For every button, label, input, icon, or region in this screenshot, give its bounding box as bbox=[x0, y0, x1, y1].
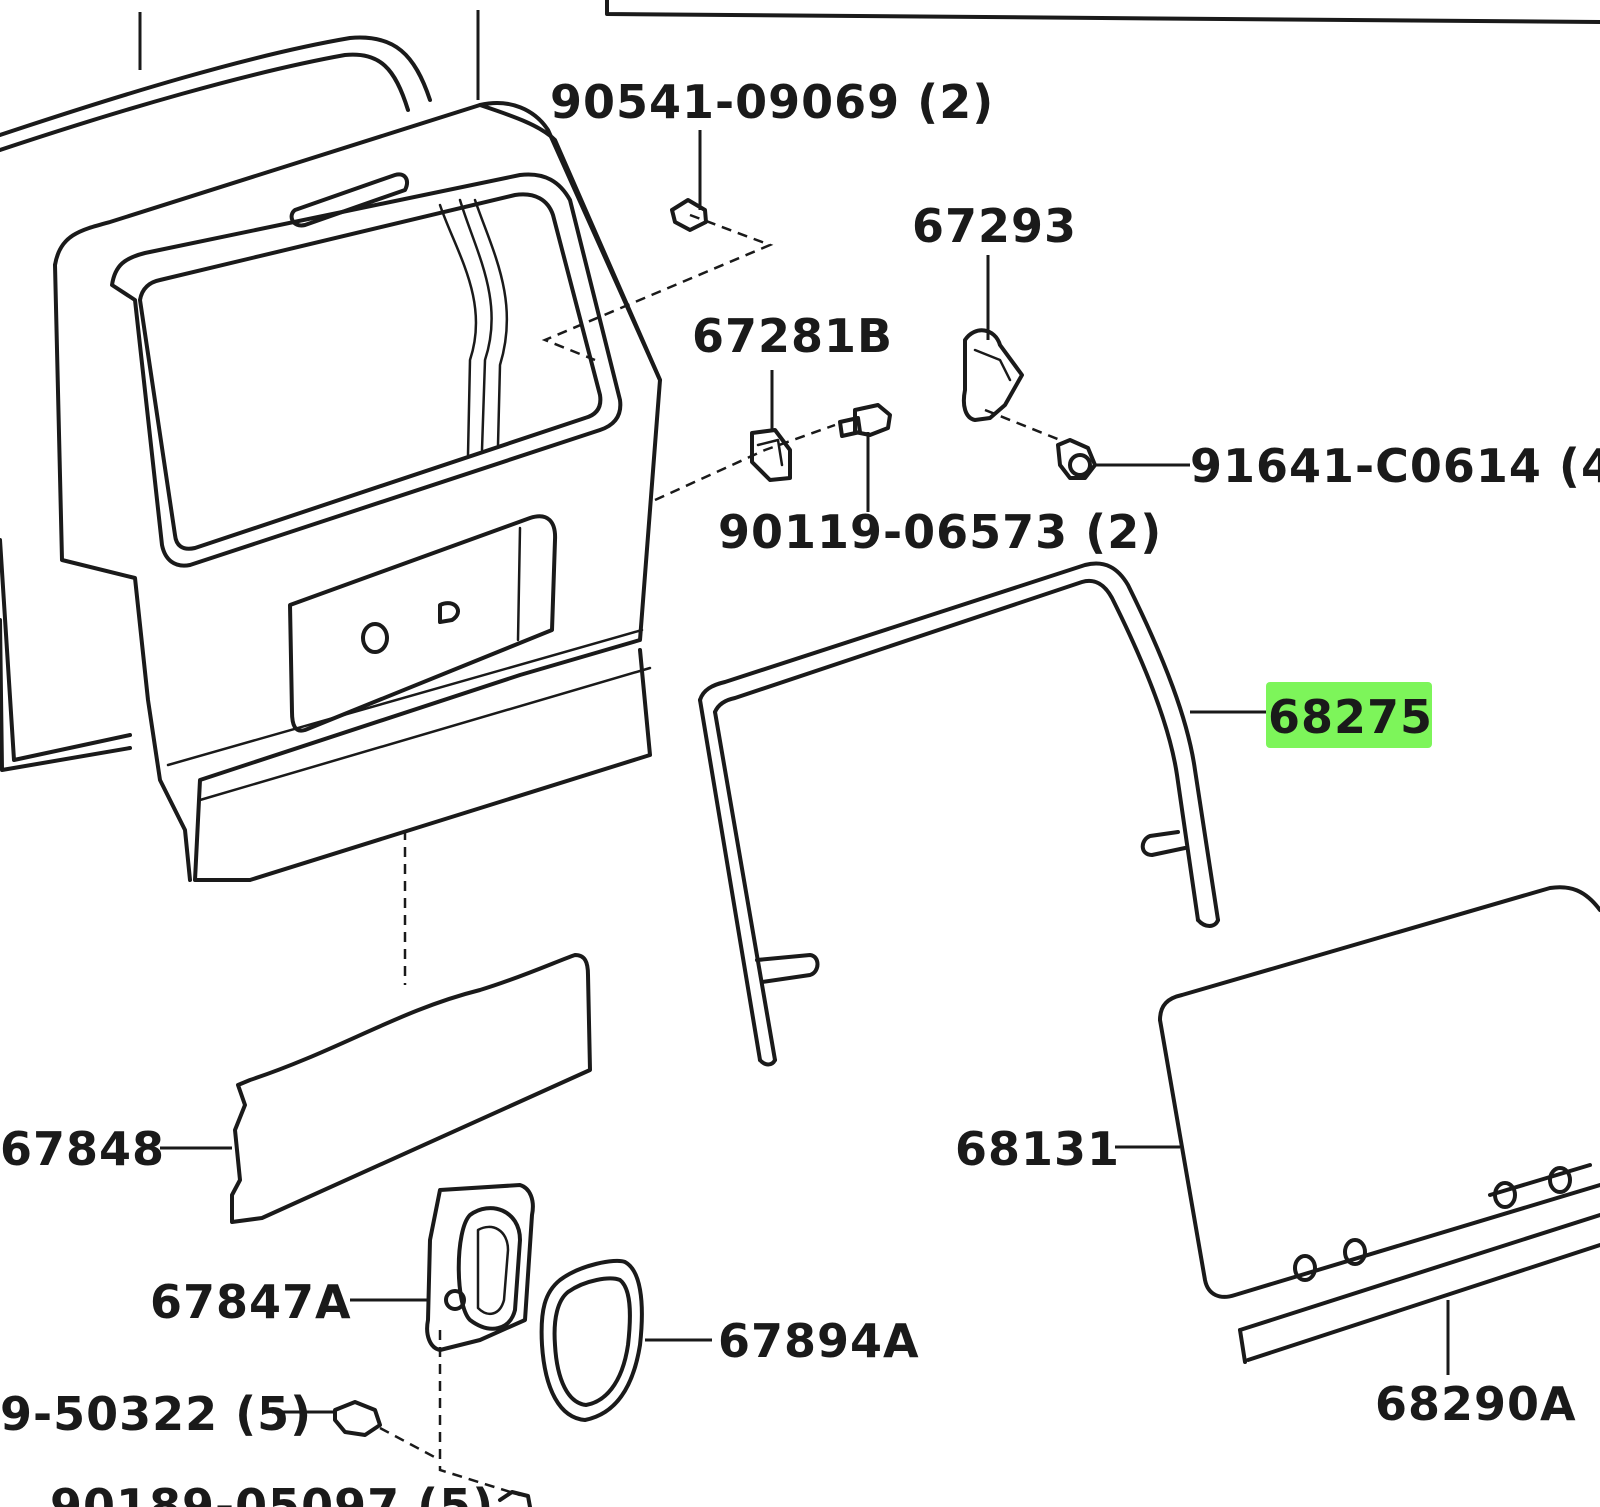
cover-67848 bbox=[160, 953, 592, 1224]
header-box-edge bbox=[605, 0, 1600, 24]
dash-cover-bottom bbox=[438, 1330, 521, 1497]
bolt-90119 bbox=[838, 403, 892, 512]
stopper-67293 bbox=[961, 255, 1024, 422]
label-68131: 68131 bbox=[955, 1122, 1120, 1176]
clip-90189 bbox=[498, 1490, 532, 1507]
door-weatherstrip bbox=[0, 35, 432, 772]
highlight-68275 bbox=[1266, 682, 1432, 748]
label-90119: 90119-06573 (2) bbox=[718, 505, 1162, 559]
label-67848: 67848 bbox=[0, 1122, 165, 1176]
back-door-panel bbox=[53, 100, 662, 882]
dash-door-bolt bbox=[541, 213, 774, 362]
glass-68131 bbox=[1115, 885, 1600, 1299]
label-90189: 90189-05097 (5) bbox=[50, 1479, 494, 1507]
dash-door-hinge bbox=[654, 423, 836, 502]
channel-68290a bbox=[1238, 1213, 1600, 1375]
run-channel-68275 bbox=[698, 561, 1268, 1067]
label-91641: 91641-C0614 (4) bbox=[1190, 439, 1600, 493]
bolt-90541 bbox=[670, 130, 708, 232]
bracket-67281b bbox=[750, 370, 792, 482]
dash-stopper-bolt bbox=[984, 408, 1061, 442]
bolt-91641 bbox=[1056, 438, 1190, 480]
label-67293: 67293 bbox=[912, 199, 1077, 253]
label-67281b: 67281B bbox=[692, 309, 893, 363]
label-68275: 68275 bbox=[1268, 690, 1433, 744]
gasket-67894a bbox=[539, 1258, 712, 1422]
label-67894a: 67894A bbox=[718, 1314, 920, 1368]
label-90541: 90541-09069 (2) bbox=[550, 75, 994, 129]
label-68290a: 68290A bbox=[1375, 1377, 1577, 1431]
clip-50322 bbox=[272, 1400, 441, 1462]
label-67847a: 67847A bbox=[150, 1275, 352, 1329]
label-50322: 9-50322 (5) bbox=[0, 1387, 312, 1441]
holder-67847a bbox=[350, 1183, 535, 1352]
